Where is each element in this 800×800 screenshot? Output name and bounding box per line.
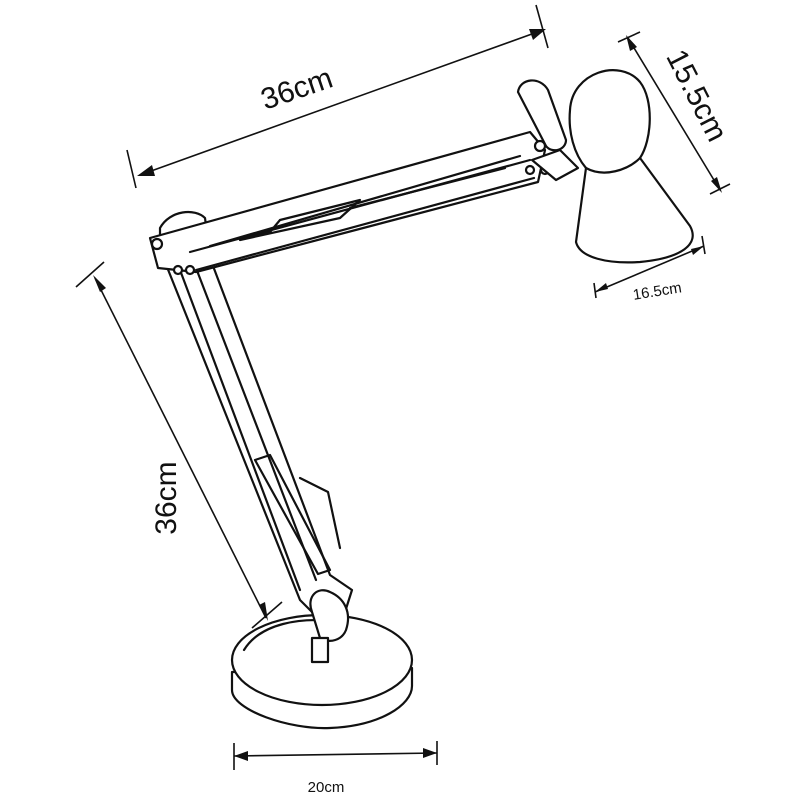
lower-arm-length-label: 36cm bbox=[150, 461, 183, 534]
shade-height-label: 15.5cm bbox=[659, 44, 733, 147]
lamp-lower-arm bbox=[163, 256, 354, 620]
dimension-lower-arm: 36cm bbox=[75, 261, 283, 629]
base-joint-knob bbox=[309, 589, 350, 664]
dimension-base-width: 20cm bbox=[233, 741, 438, 796]
base-width-label: 20cm bbox=[308, 779, 345, 796]
shade-width-label: 16.5cm bbox=[632, 279, 683, 303]
lamp-upper-arm bbox=[148, 130, 547, 274]
shade-neck bbox=[516, 79, 580, 182]
lamp-shade bbox=[568, 69, 694, 264]
lamp-drawing bbox=[148, 69, 694, 730]
